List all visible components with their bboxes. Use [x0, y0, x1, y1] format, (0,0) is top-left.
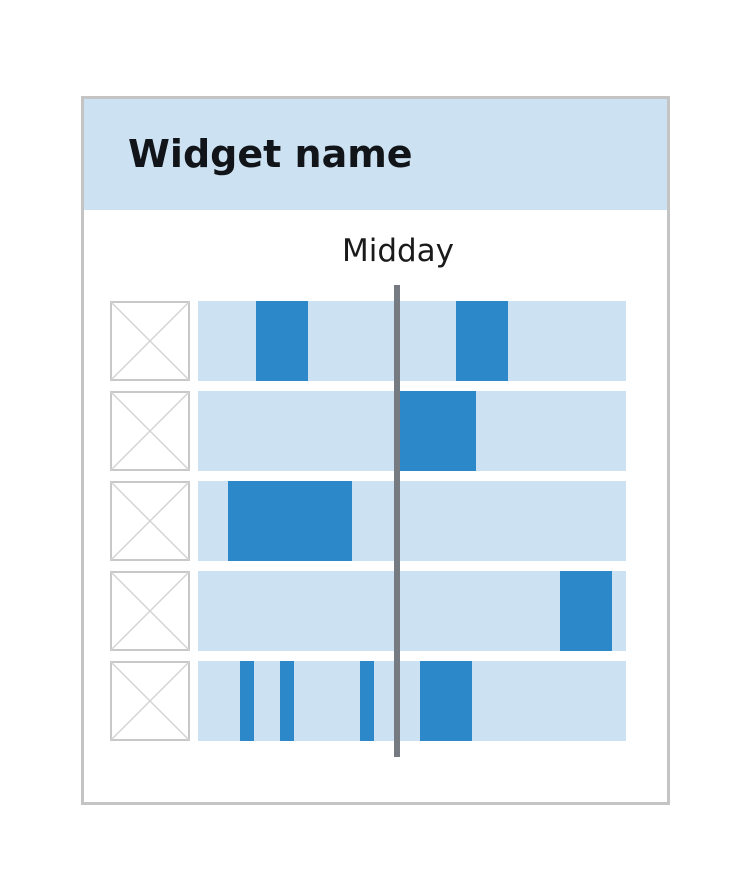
widget-card: Widget name Midday	[81, 96, 670, 805]
timeline-row[interactable]	[110, 661, 630, 741]
timeline-segment[interactable]	[396, 391, 476, 471]
image-placeholder-icon	[110, 481, 190, 561]
timeline-row[interactable]	[110, 391, 630, 471]
timeline-segment[interactable]	[420, 661, 472, 741]
timeline-segment[interactable]	[256, 301, 308, 381]
midday-label: Midday	[341, 233, 455, 269]
timeline-segment[interactable]	[280, 661, 294, 741]
timeline-row[interactable]	[110, 571, 630, 651]
timeline-track	[198, 301, 626, 381]
image-placeholder-icon	[110, 301, 190, 381]
timeline-track	[198, 391, 626, 471]
image-placeholder-icon	[110, 391, 190, 471]
timeline-segment[interactable]	[360, 661, 374, 741]
timeline-rows	[84, 99, 667, 802]
image-placeholder-icon	[110, 571, 190, 651]
timeline-row[interactable]	[110, 301, 630, 381]
midday-marker-line	[394, 285, 400, 757]
timeline-segment[interactable]	[228, 481, 352, 561]
timeline-segment[interactable]	[456, 301, 508, 381]
timeline-segment[interactable]	[560, 571, 612, 651]
timeline-track	[198, 571, 626, 651]
timeline-row[interactable]	[110, 481, 630, 561]
widget-header: Widget name	[84, 99, 667, 210]
image-placeholder-icon	[110, 661, 190, 741]
widget-title: Widget name	[128, 132, 413, 176]
timeline-segment[interactable]	[240, 661, 254, 741]
timeline-track	[198, 481, 626, 561]
timeline-track	[198, 661, 626, 741]
